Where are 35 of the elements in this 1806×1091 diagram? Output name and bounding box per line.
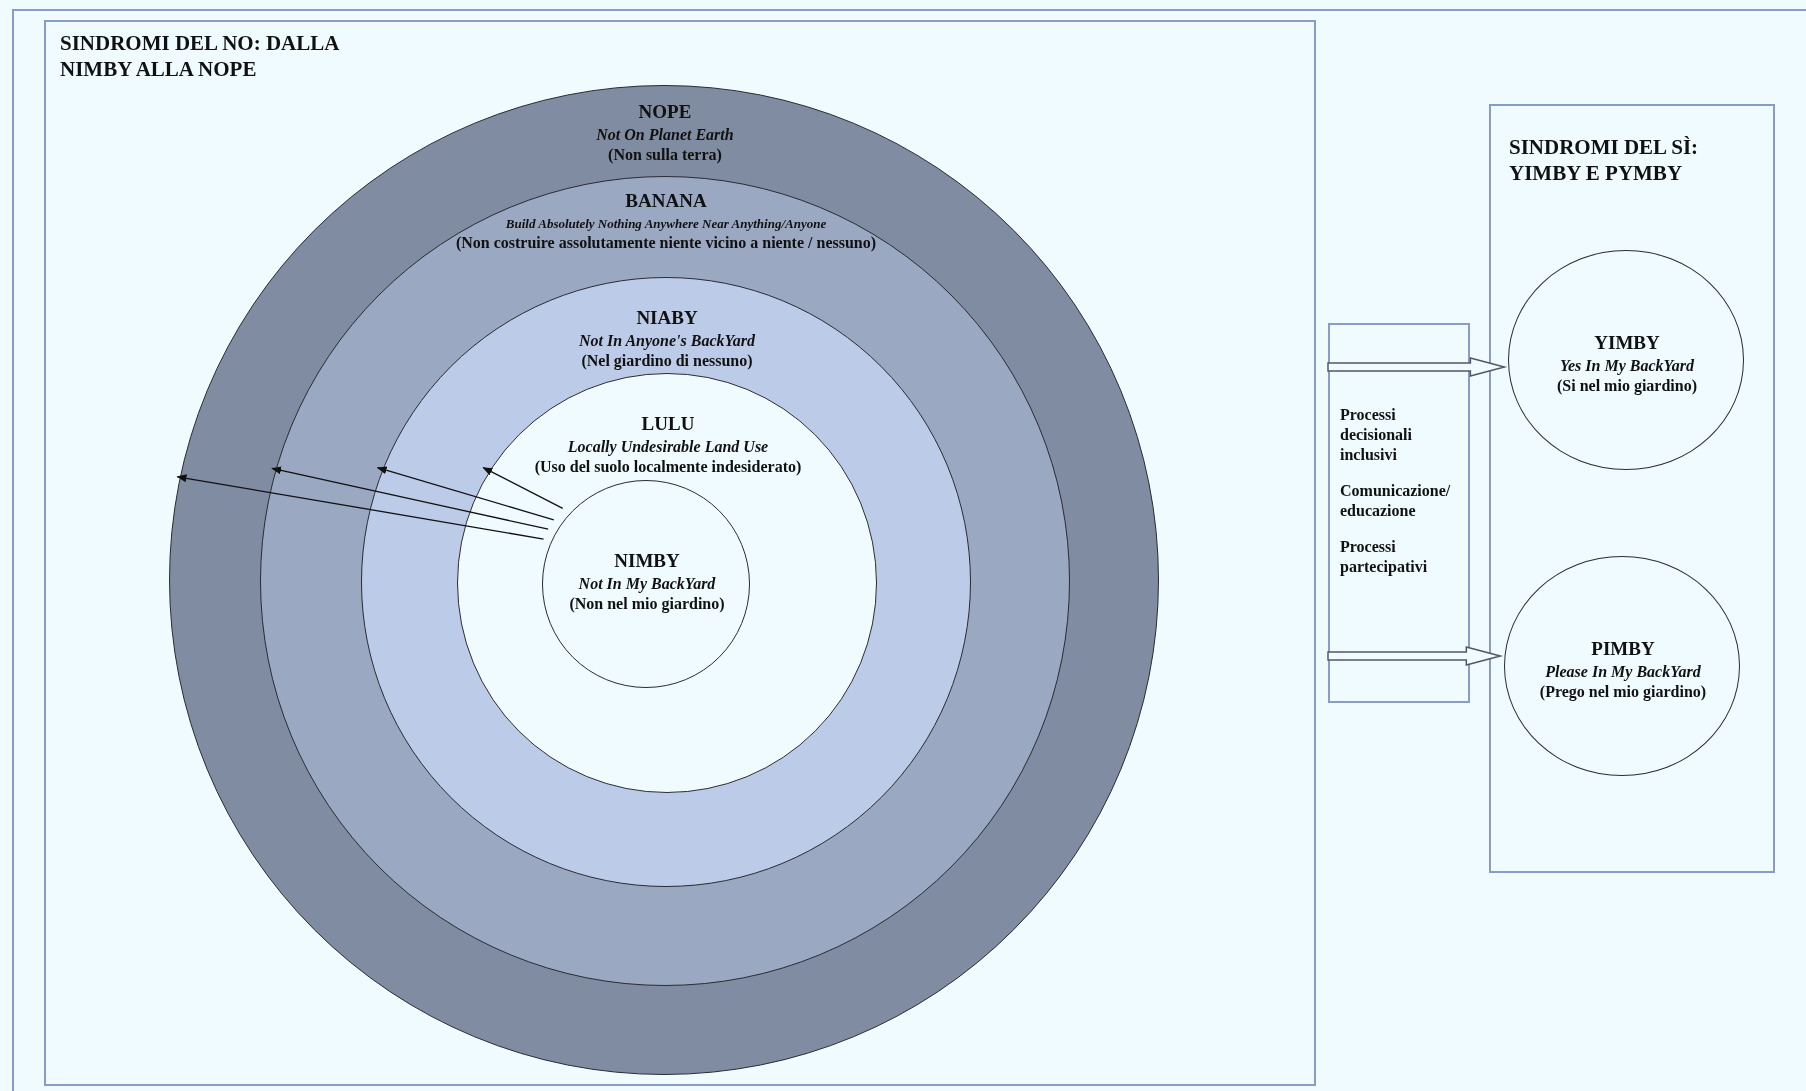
translation: (Prego nel mio giardino) — [1539, 682, 1707, 703]
translation: (Non costruire assolutamente niente vicino a niente / nessuno) — [455, 232, 877, 254]
acronym: BANANA — [625, 189, 707, 213]
translation: (Nel giardino di nessuno) — [581, 351, 753, 372]
translation: (Si nel mio giardino) — [1557, 376, 1697, 397]
panel-title: SINDROMI DEL SÌ: YIMBY E PYMBY — [1509, 134, 1700, 187]
acronym-expansion: Please In My BackYard — [1545, 661, 1701, 683]
acronym-expansion: Locally Undesirable Land Use — [567, 436, 769, 458]
strategy-text: Processi decisionali inclusivi — [1340, 405, 1413, 465]
panel — [1489, 104, 1775, 873]
block-arrow — [1327, 646, 1504, 666]
arrow — [376, 466, 555, 521]
acronym: NIABY — [636, 306, 698, 330]
panel-title: SINDROMI DEL NO: DALLA NIMBY ALLA NOPE — [60, 30, 340, 83]
acronym-expansion: Not In Anyone's BackYard — [578, 330, 756, 352]
arrow — [482, 467, 564, 510]
strategy-box — [1328, 323, 1470, 703]
acronym-expansion: Yes In My BackYard — [1559, 355, 1695, 377]
block-arrow — [1327, 357, 1508, 377]
translation: (Non nel mio giardino) — [569, 594, 725, 615]
acronym: LULU — [641, 412, 695, 436]
acronym-expansion: Not In My BackYard — [578, 573, 716, 595]
panel — [44, 20, 1316, 1086]
acronym: NIMBY — [614, 549, 680, 573]
arrow — [176, 474, 545, 540]
acronym-expansion: Build Absolutely Nothing Anywhere Near Anything/Anyone — [505, 215, 827, 233]
acronym: PIMBY — [1591, 637, 1655, 661]
translation: (Uso del suolo localmente indesiderato) — [534, 457, 802, 478]
strategy-text: Processi partecipativi — [1340, 537, 1429, 577]
acronym: YIMBY — [1594, 331, 1660, 355]
translation: (Non sulla terra) — [608, 145, 722, 166]
acronym-expansion: Not On Planet Earth — [596, 124, 734, 145]
acronym: NOPE — [638, 100, 692, 124]
strategy-text: Comunicazione/ educazione — [1340, 481, 1452, 521]
arrow — [271, 466, 549, 530]
